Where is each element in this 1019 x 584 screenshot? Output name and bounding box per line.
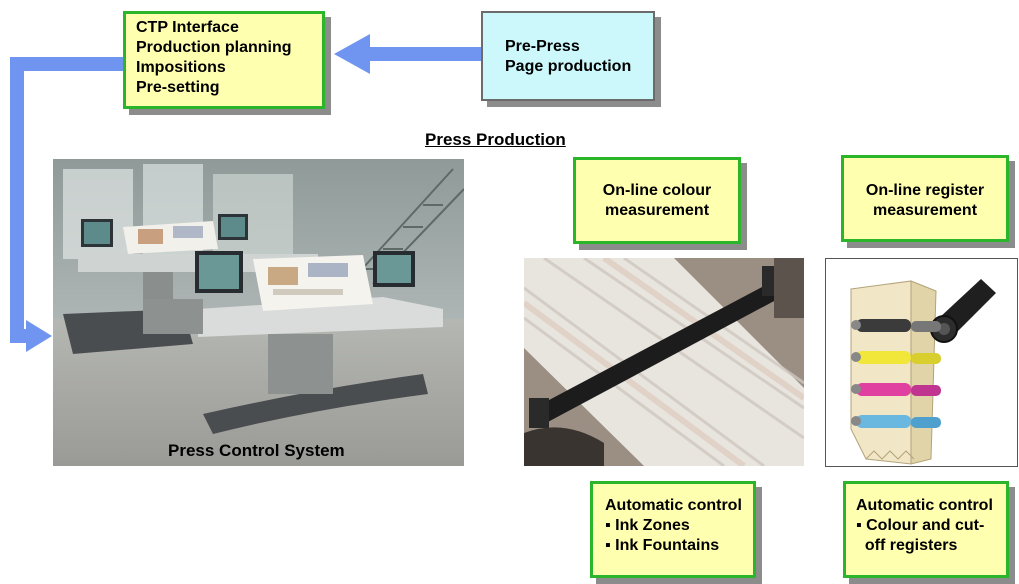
ctp-interface-box: CTP Interface Production planning Imposi… xyxy=(123,11,325,109)
arrow-ctp-to-press-control xyxy=(10,57,124,352)
prepress-box: Pre-Press Page production xyxy=(481,11,655,101)
register-measurement-box: On-line register measurement xyxy=(841,155,1009,242)
register-control-box: Automatic control ▪ Colour and cut- off … xyxy=(843,481,1009,578)
register-control-line-3: off registers xyxy=(856,537,958,554)
camera-icon xyxy=(930,279,996,343)
press-control-caption: Press Control System xyxy=(168,441,345,460)
colour-measurement-photo xyxy=(524,258,804,466)
colour-measurement-line-2: measurement xyxy=(604,202,710,219)
prepress-line-2: Page production xyxy=(505,58,632,75)
register-measurement-line-1: On-line register xyxy=(865,182,985,199)
register-sensor-illustration xyxy=(850,279,996,465)
colour-measurement-line-1: On-line colour xyxy=(602,182,712,199)
register-measurement-line-2: measurement xyxy=(872,202,978,219)
ctp-line-2: Production planning xyxy=(136,39,292,56)
ink-control-box: Automatic control ▪ Ink Zones ▪ Ink Foun… xyxy=(590,481,756,578)
ctp-line-3: Impositions xyxy=(136,59,226,76)
ctp-line-1: CTP Interface xyxy=(136,19,239,36)
section-title: Press Production xyxy=(425,130,566,149)
press-control-photo: Press Control System xyxy=(53,159,464,466)
ink-control-line-1: Automatic control xyxy=(605,497,742,514)
colour-measurement-box: On-line colour measurement xyxy=(573,157,741,244)
ink-control-line-3: ▪ Ink Fountains xyxy=(605,537,720,554)
register-measurement-image xyxy=(825,258,1018,467)
register-control-line-1: Automatic control xyxy=(856,497,993,514)
web-with-colour-sensor-illustration xyxy=(524,258,804,466)
prepress-line-1: Pre-Press xyxy=(505,38,580,55)
arrow-prepress-to-ctp xyxy=(334,34,482,74)
register-control-line-2: ▪ Colour and cut- xyxy=(856,517,985,534)
ctp-line-4: Pre-setting xyxy=(136,79,220,96)
ink-control-line-2: ▪ Ink Zones xyxy=(605,517,690,534)
press-control-room-illustration xyxy=(53,159,464,466)
